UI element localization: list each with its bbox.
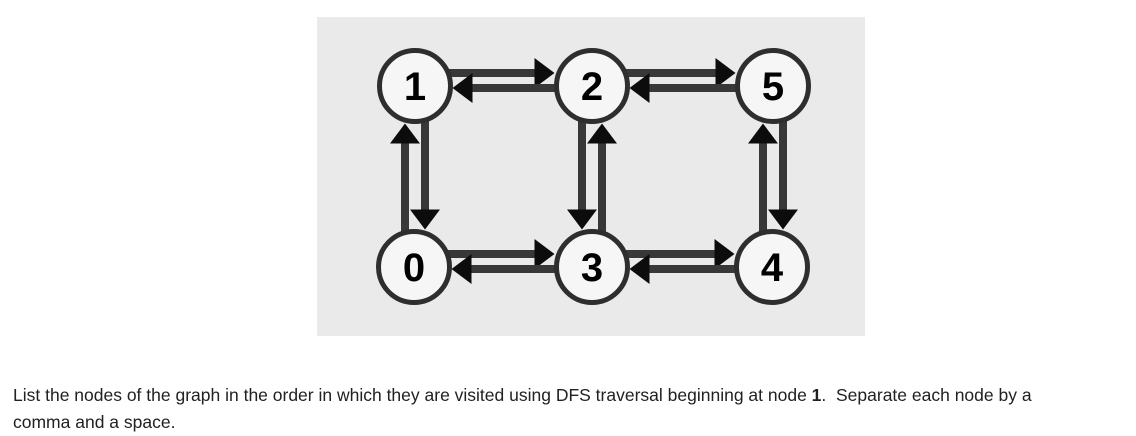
edge-2-3-arrow-up-icon bbox=[587, 123, 617, 144]
edge-3-4-arrow-left-icon bbox=[629, 254, 650, 284]
graph-node-5 bbox=[735, 48, 811, 124]
graph-panel: 1 2 5 0 3 4 bbox=[317, 17, 865, 336]
edge-1-2-arrow-right-icon bbox=[534, 58, 555, 88]
edge-2-5-arrow-left-icon bbox=[629, 73, 650, 103]
edge-2-3-arrow-down-icon bbox=[567, 209, 597, 230]
edge-0-3-arrow-right-icon bbox=[534, 239, 555, 269]
question-line2: comma and a space. bbox=[13, 411, 176, 432]
question-segment-before: List the nodes of the graph in the order… bbox=[13, 384, 812, 405]
question-segment-after: . Separate each node by a bbox=[821, 384, 1032, 405]
graph-node-0 bbox=[376, 229, 452, 305]
graph-node-2 bbox=[554, 48, 630, 124]
graph-node-label-3: 3 bbox=[581, 246, 603, 290]
graph-node-1 bbox=[377, 48, 453, 124]
edge-5-4-arrow-up-icon bbox=[748, 123, 778, 144]
edge-5-4-arrow-down-icon bbox=[768, 209, 798, 230]
edge-1-2-arrow-left-icon bbox=[452, 73, 473, 103]
edge-3-4-arrow-right-icon bbox=[714, 239, 735, 269]
question-start-node: 1 bbox=[811, 384, 822, 405]
graph-node-label-2: 2 bbox=[581, 65, 603, 109]
graph-node-label-4: 4 bbox=[761, 246, 784, 290]
graph-node-3 bbox=[554, 229, 630, 305]
edge-0-3-arrow-left-icon bbox=[451, 254, 472, 284]
edge-1-0-arrow-up-icon bbox=[390, 123, 420, 144]
graph-node-label-0: 0 bbox=[403, 246, 425, 290]
question-text: List the nodes of the graph in the order… bbox=[13, 382, 1125, 436]
edge-2-5-arrow-right-icon bbox=[715, 58, 736, 88]
graph-diagram: 1 2 5 0 3 4 bbox=[376, 48, 811, 305]
graph-node-4 bbox=[734, 229, 810, 305]
edge-1-0-arrow-down-icon bbox=[410, 209, 440, 230]
graph-node-label-5: 5 bbox=[762, 65, 784, 109]
graph-node-label-1: 1 bbox=[404, 65, 426, 109]
